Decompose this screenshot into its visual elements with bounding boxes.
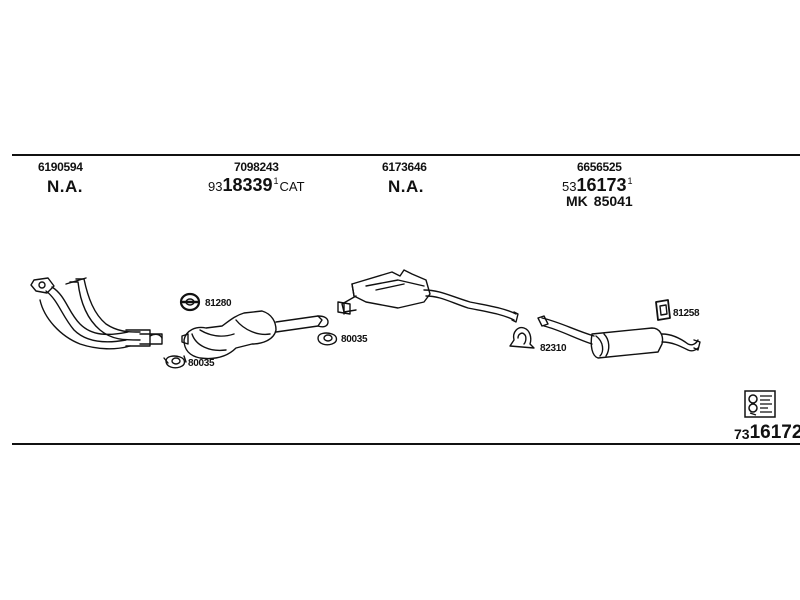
part-suffix: CAT	[279, 179, 305, 194]
callout-80035-right: 80035	[341, 334, 368, 345]
bottom-divider	[12, 443, 800, 445]
part-main: 18339	[222, 175, 273, 195]
part-number-rear-silencer: 53 16173 1	[562, 176, 633, 194]
ref-number-front-pipe: 6190594	[38, 160, 83, 174]
part-prefix: 93	[208, 179, 223, 194]
hanger-81258	[655, 299, 671, 321]
part-main: 16173	[576, 175, 627, 195]
rear-silencer-drawing	[537, 315, 701, 359]
gasket-80035-right	[317, 332, 338, 346]
top-divider	[12, 154, 800, 156]
part-superscript: 1	[627, 176, 633, 186]
ref-number-middle-silencer: 6173646	[382, 160, 427, 174]
ref-number-catalyst: 7098243	[234, 160, 279, 174]
callout-81258: 81258	[673, 308, 700, 319]
callout-82310: 82310	[540, 343, 567, 354]
part-number-catalyst: 93 18339 1 CAT	[208, 176, 305, 194]
mk-label: MK	[566, 193, 588, 209]
status-front-pipe: N.A.	[47, 177, 83, 196]
kit-number: 73 16172	[734, 422, 800, 443]
catalyst-drawing	[181, 310, 329, 360]
mk-value: 85041	[593, 193, 633, 209]
mounting-ring-81280	[179, 292, 201, 312]
document-icon	[744, 390, 776, 418]
middle-silencer-drawing	[337, 269, 519, 323]
mk-number: MK 85041	[566, 193, 633, 209]
callout-80035-left: 80035	[188, 358, 215, 369]
kit-main: 16172	[749, 422, 800, 443]
status-middle-silencer: N.A.	[388, 177, 424, 196]
part-prefix: 53	[562, 179, 577, 194]
kit-prefix: 73	[734, 426, 750, 442]
part-superscript: 1	[273, 176, 279, 186]
front-pipe-drawing	[30, 277, 163, 350]
gasket-80035-left	[163, 355, 187, 369]
clamp-82310	[509, 326, 535, 349]
ref-number-rear-silencer: 6656525	[577, 160, 622, 174]
callout-81280: 81280	[205, 298, 232, 309]
